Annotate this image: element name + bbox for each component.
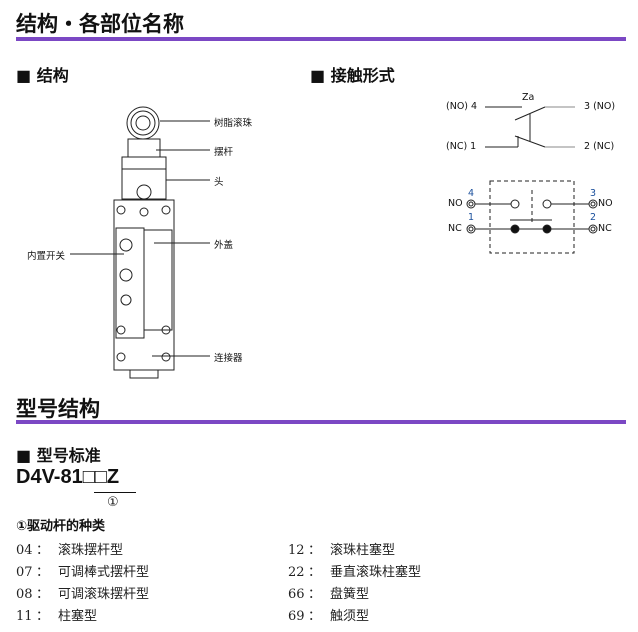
nc1-label: (NC) 1 [446,141,477,152]
contact-diagram [466,106,598,254]
switch-drawing [70,106,210,379]
no3-label: 3 (NO) [584,101,616,112]
terminal-2: 2 [590,212,597,223]
section-title-structure: 结构・各部位名称 [16,12,184,36]
label-lever: 摆杆 [214,147,234,158]
label-connector: 连接器 [214,353,243,364]
no-left: NO [448,198,463,209]
section-title-model: 型号结构 [16,397,100,421]
label-built-in-switch: 内置开关 [27,251,66,262]
section-divider [16,420,626,424]
separator: ： [36,587,50,602]
separator: ： [308,565,322,580]
terminal-3: 3 [590,188,597,199]
structure-heading: ■ 结构 [16,66,69,85]
terminal-4: 4 [468,188,475,199]
separator: ： [308,587,322,602]
actuator-type-heading: ①驱动杆的种类 [16,519,106,534]
model-heading: ■ 型号标准 [16,446,101,465]
nc-right: NC [598,223,612,234]
label-head: 头 [214,177,224,188]
no-right: NO [598,198,613,209]
separator: ： [36,609,50,624]
contact-heading: ■ 接触形式 [310,66,395,85]
label-cover: 外盖 [214,240,234,251]
model-code: D4V-81□□Z [16,466,120,488]
terminal-1: 1 [468,212,475,223]
separator: ： [36,565,50,580]
separator: ： [36,543,50,558]
code-underline [94,492,136,493]
marker-1: ① [107,495,119,510]
no4-label: (NO) 4 [446,101,478,112]
separator: ： [308,543,322,558]
separator: ： [308,609,322,624]
section-divider [16,37,626,41]
nc-left: NC [448,223,462,234]
za-label: Za [522,92,535,103]
nc2-label: 2 (NC) [584,141,615,152]
label-resin-roller: 树脂滚珠 [214,118,253,129]
